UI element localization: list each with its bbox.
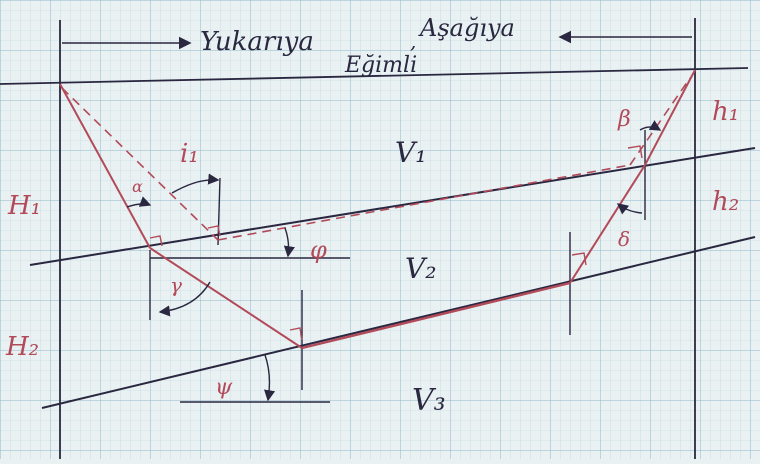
alpha-angle-arc <box>126 196 152 208</box>
right-angle-mark-1 <box>149 235 163 247</box>
gamma-label: γ <box>170 273 182 297</box>
gamma-angle-arc <box>158 281 211 317</box>
ground-surface-line <box>0 67 749 85</box>
emergent-ray <box>644 69 696 166</box>
right-angle-mark-2 <box>207 225 221 237</box>
h1-label: h₁ <box>712 97 739 127</box>
dashed-incident-ray <box>61 87 219 241</box>
V2-label: V₂ <box>405 252 436 285</box>
normal-line-5 <box>217 177 221 246</box>
psi-angle-arc <box>264 354 276 402</box>
dashed-critical-ray <box>217 164 631 241</box>
refracted-ray-layer-2 <box>149 247 303 349</box>
i1-angle-arc <box>171 173 220 194</box>
H2-label: H₂ <box>5 332 39 362</box>
V3-label: V₃ <box>412 383 446 418</box>
delta-angle-arc <box>616 203 643 215</box>
incident-ray <box>59 83 151 249</box>
downdip-label: Aşağıya <box>418 14 515 42</box>
i1-label: i₁ <box>180 139 199 169</box>
interface-1-line <box>29 147 756 266</box>
psi-label: ψ <box>215 375 233 400</box>
right-angle-mark-4 <box>571 252 587 266</box>
h2-label: h₂ <box>712 187 739 217</box>
phi-angle-arc <box>283 227 295 258</box>
alpha-label: α <box>132 177 143 196</box>
dip-label: Eğimli <box>344 53 417 78</box>
phi-label: φ <box>310 236 327 264</box>
V1-label: V₁ <box>395 136 426 169</box>
H1-label: H₁ <box>7 191 41 221</box>
right-angle-mark-3 <box>289 327 303 341</box>
head-wave-ray <box>301 281 571 350</box>
interface-2-line <box>41 236 756 409</box>
beta-label: β <box>617 107 631 132</box>
separator-comma: , <box>410 29 416 53</box>
updip-label: Yukarıya <box>200 27 314 57</box>
delta-label: δ <box>618 227 630 251</box>
right-angle-mark-5 <box>627 145 643 159</box>
upgoing-ray-layer-2 <box>569 164 646 284</box>
beta-angle-arc <box>639 120 662 131</box>
